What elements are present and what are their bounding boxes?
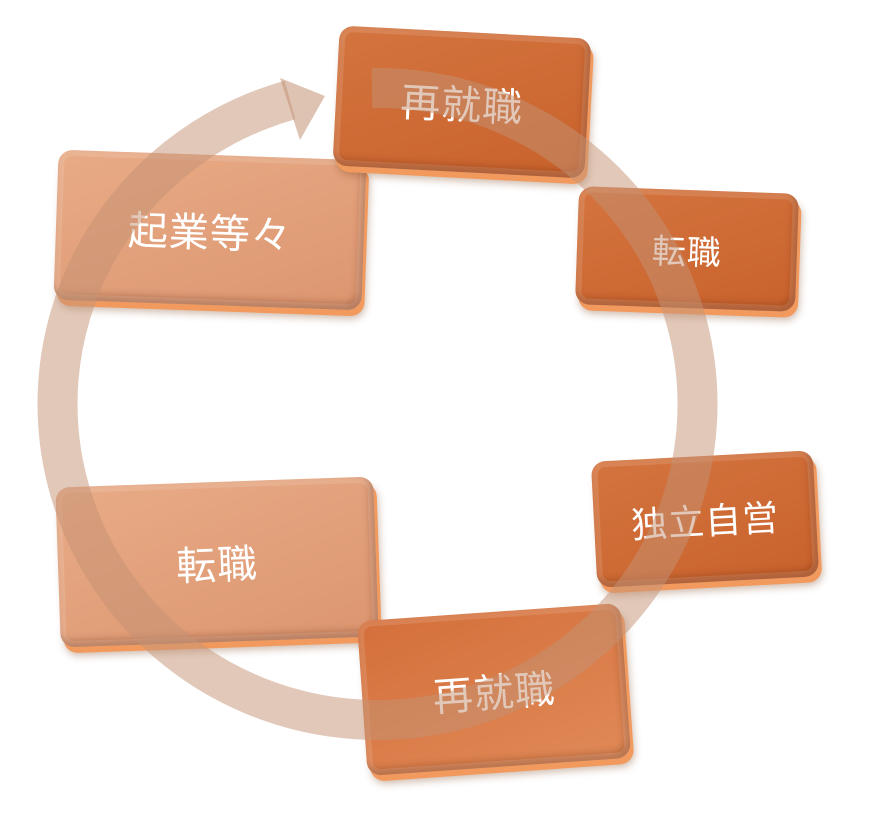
node-entrepreneurship: 起業等々 <box>53 149 367 311</box>
node-job-change-left: 転職 <box>55 476 379 648</box>
node-independent: 独立自営 <box>590 450 820 588</box>
node-label: 再就職 <box>431 666 558 721</box>
node-job-change-right: 転職 <box>575 186 799 312</box>
node-label: 起業等々 <box>127 208 293 260</box>
node-label: 独立自営 <box>630 498 781 547</box>
arrowhead-icon <box>280 78 325 140</box>
node-reemployment-top: 再就職 <box>332 25 592 179</box>
node-label: 転職 <box>175 541 259 591</box>
node-label: 転職 <box>651 231 723 274</box>
node-reemployment-bottom: 再就職 <box>356 602 632 777</box>
node-label: 再就職 <box>399 79 525 133</box>
